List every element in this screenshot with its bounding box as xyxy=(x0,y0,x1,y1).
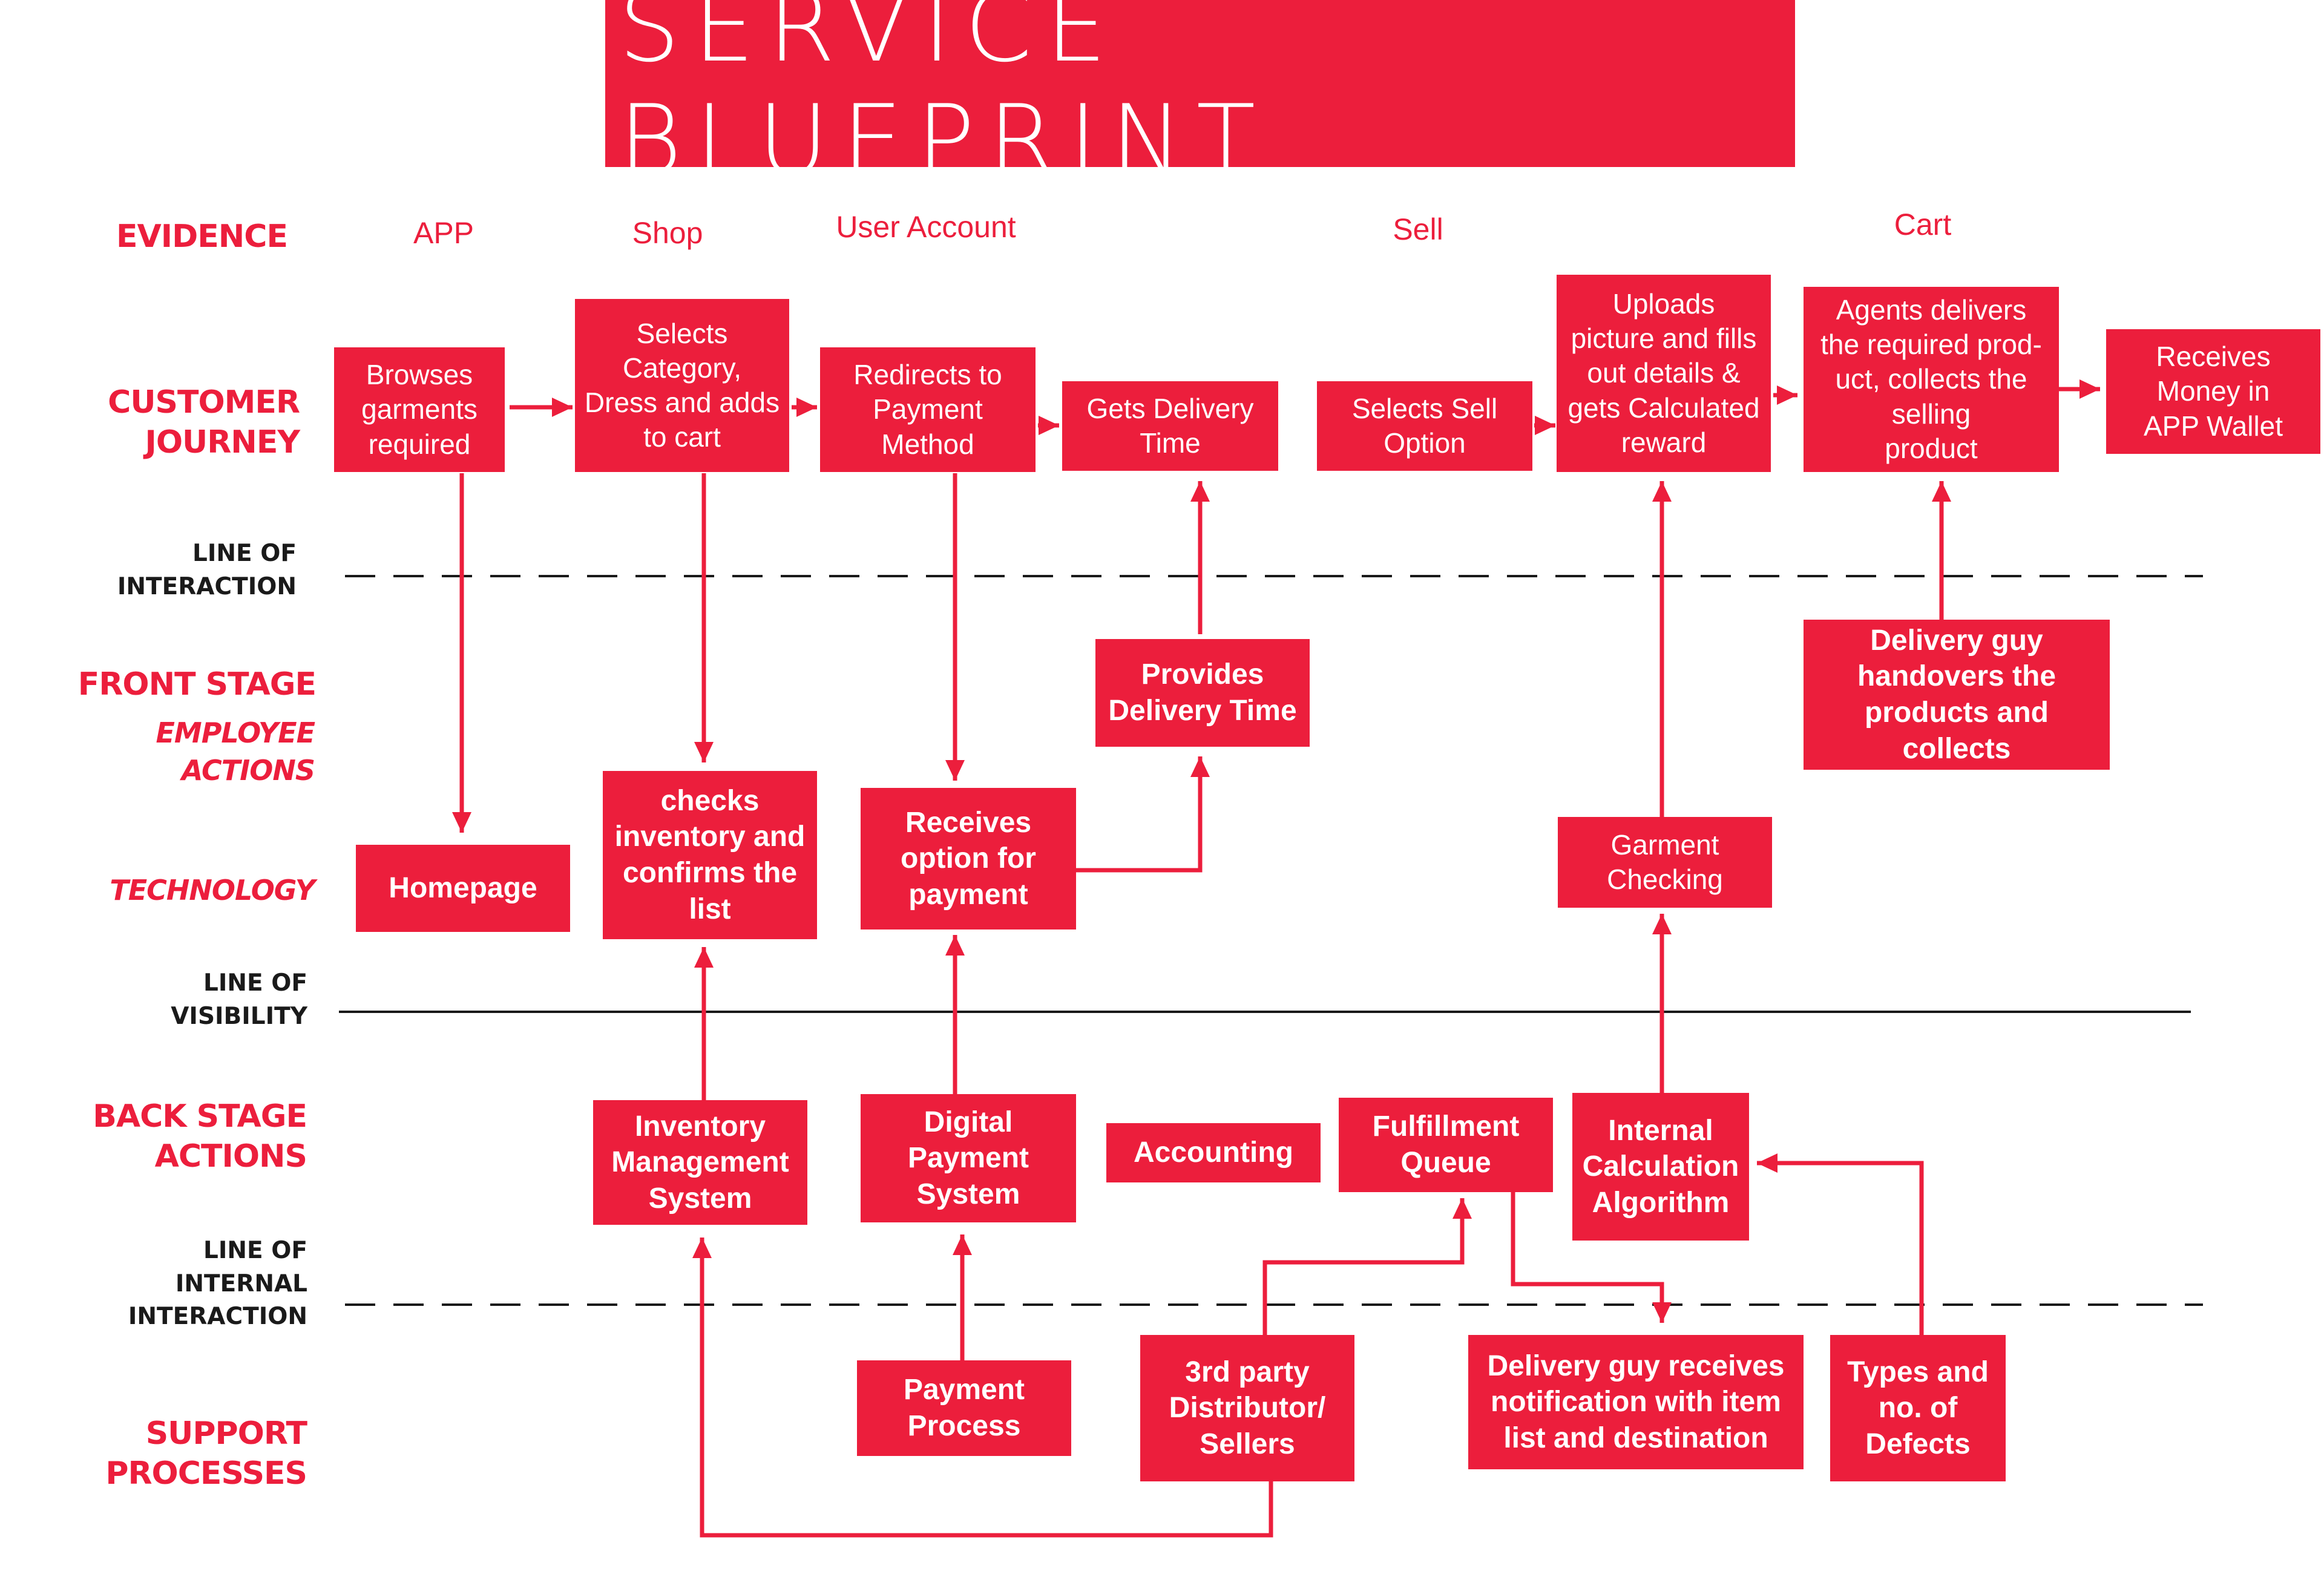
row-label-technology: TECHNOLOGY xyxy=(110,874,315,907)
arrowhead-arrow-selects-to-redirects xyxy=(796,398,817,417)
arrowhead-arrow-third-party-to-inventory-system xyxy=(692,1238,712,1258)
evidence-sell: Sell xyxy=(1393,212,1443,246)
arrowhead-arrow-uploads-to-agents xyxy=(1777,385,1797,405)
line-label-internal-interaction: LINE OF INTERNAL INTERACTION xyxy=(128,1237,307,1331)
arrowhead-arrow-provides-to-gets-delivery xyxy=(1190,481,1210,502)
arrowhead-arrow-redirects-to-receives-option xyxy=(945,760,965,781)
evidence-shop: Shop xyxy=(632,216,703,250)
box-homepage: Homepage xyxy=(356,845,570,932)
arrowheads xyxy=(452,379,2100,1323)
arrowhead-arrow-selects-to-checks-inventory xyxy=(694,742,714,762)
arrowhead-arrow-selects-sell-to-uploads xyxy=(1535,416,1555,435)
arrowhead-arrow-browses-to-selects xyxy=(552,398,573,417)
arrowhead-arrow-garment-to-uploads xyxy=(1652,481,1672,502)
line-label-visibility: LINE OF VISIBILITY xyxy=(171,969,307,1030)
arrowhead-arrow-digital-payment-to-receives-option xyxy=(945,935,965,956)
arrowhead-arrow-handover-to-agents xyxy=(1932,481,1951,502)
arrowhead-arrow-receives-option-to-provides xyxy=(1190,756,1210,777)
arrow-third-party-to-fulfillment xyxy=(1262,1198,1465,1335)
arrowhead-arrow-browses-to-homepage xyxy=(452,812,471,833)
arrowhead-arrow-redirects-to-gets-delivery xyxy=(1039,416,1059,435)
page-title: SERVICE BLUEPRINT xyxy=(619,0,1269,197)
title-banner: SERVICE BLUEPRINT xyxy=(605,0,1795,197)
row-label-back-stage: BACK STAGE ACTIONS xyxy=(93,1098,307,1175)
row-label-front-stage: FRONT STAGE xyxy=(77,666,317,703)
evidence-user-account: User Account xyxy=(836,210,1016,244)
arrowhead-arrow-defects-to-internal-calc xyxy=(1757,1153,1777,1173)
arrowhead-arrow-payment-process-to-digital xyxy=(953,1234,972,1255)
arrow-third-party-to-inventory-system xyxy=(700,1238,1273,1538)
row-label-evidence: EVIDENCE xyxy=(116,218,288,255)
evidence-cart: Cart xyxy=(1894,208,1952,241)
row-label-customer-journey: CUSTOMER JOURNEY xyxy=(108,384,300,461)
line-label-interaction: LINE OF INTERACTION xyxy=(117,540,297,600)
arrow-receives-option-to-provides xyxy=(1076,756,1203,873)
swimlane-lines xyxy=(339,575,2203,1306)
arrow-defects-to-internal-calc xyxy=(1757,1161,1924,1337)
arrowhead-arrow-third-party-to-fulfillment xyxy=(1452,1198,1472,1219)
row-label-support-processes: SUPPORT PROCESSES xyxy=(105,1415,307,1492)
evidence-app: APP xyxy=(413,216,474,250)
arrowhead-arrow-agents-to-receives-money xyxy=(2079,379,2100,399)
box-accounting: Accounting xyxy=(1106,1123,1321,1182)
arrowhead-arrow-fulfillment-to-delivery-notification xyxy=(1652,1302,1672,1323)
arrowhead-arrow-inventory-system-to-checks xyxy=(694,947,714,968)
row-label-employee-actions: EMPLOYEE ACTIONS xyxy=(156,716,315,787)
arrowhead-arrow-internal-calc-to-garment xyxy=(1652,914,1672,934)
